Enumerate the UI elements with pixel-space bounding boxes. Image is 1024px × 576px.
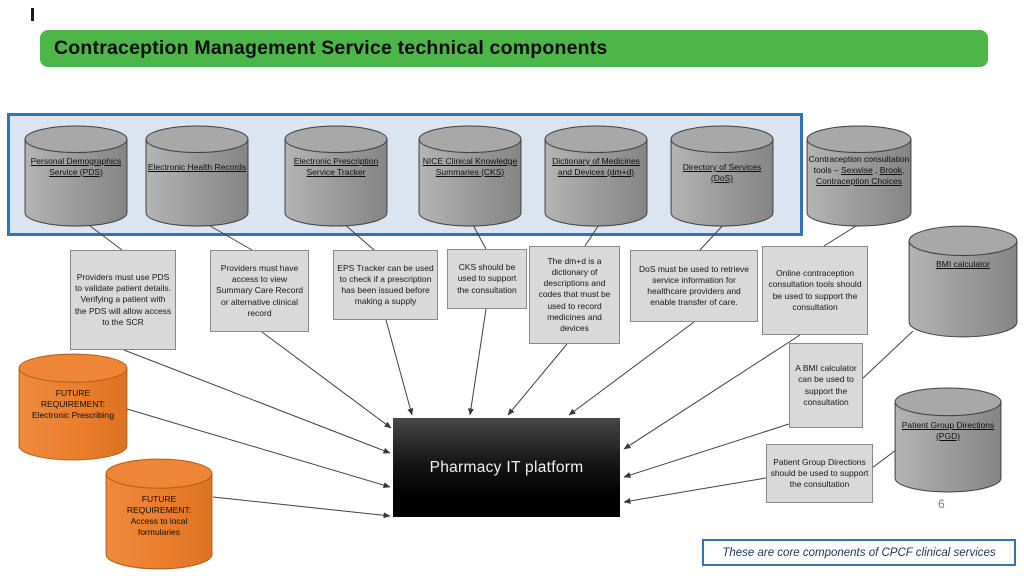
cylinder-label-dmd[interactable]: Dictionary of Medicines and Devices (dm+…	[552, 155, 640, 177]
cylinder-label-future-formularies: FUTURE REQUIREMENT: Access to local form…	[126, 493, 192, 537]
cylinder-consultation-tools: Contraception consultation tools – Sexwi…	[806, 125, 912, 227]
core-sources-container	[7, 113, 803, 236]
link-sexwise[interactable]: Sexwise	[841, 164, 873, 175]
note-text: CKS should be used to support the consul…	[457, 262, 517, 295]
cylinder-eps-tracker: Electronic Prescription Service Tracker	[284, 125, 388, 227]
cylinder-ehr: Electronic Health Records	[145, 125, 249, 227]
note-online-tools: Online contraception consultation tools …	[762, 246, 868, 335]
note-bmi: A BMI calculator can be used to support …	[789, 343, 863, 428]
note-dos: DoS must be used to retrieve service inf…	[630, 250, 758, 322]
cylinder-shape	[908, 225, 1018, 338]
note-text: Providers must use PDS to validate patie…	[74, 271, 172, 327]
cylinder-label-pgd[interactable]: Patient Group Directions (PGD)	[901, 419, 995, 441]
note-text: The dm+d is a dictionary of descriptions…	[538, 255, 611, 334]
cylinder-pgd: Patient Group Directions (PGD)	[894, 387, 1002, 493]
slide-corner-mark	[31, 8, 34, 21]
cylinder-future-formularies: FUTURE REQUIREMENT: Access to local form…	[105, 458, 213, 570]
cylinder-shape	[24, 125, 128, 227]
tools-separator: ,	[872, 164, 880, 175]
cylinder-label-consultation-tools: Contraception consultation tools – Sexwi…	[808, 154, 910, 187]
cylinder-shape	[670, 125, 774, 227]
cylinder-label-dos[interactable]: Directory of Services (DoS)	[682, 161, 762, 183]
page-title: Contraception Management Service technic…	[54, 37, 608, 59]
note-dmd: The dm+d is a dictionary of descriptions…	[529, 246, 620, 344]
note-text: Providers must have access to view Summa…	[216, 262, 303, 318]
cylinder-shape	[894, 387, 1002, 493]
note-eps-tracker: EPS Tracker can be used to check if a pr…	[333, 250, 438, 320]
page-number: 6	[938, 497, 945, 511]
note-pds: Providers must use PDS to validate patie…	[70, 250, 176, 350]
link-brook[interactable]: Brook	[879, 164, 902, 175]
cylinder-label-future-eprescribing: FUTURE REQUIREMENT: Electronic Prescribi…	[31, 387, 115, 420]
cylinder-shape	[284, 125, 388, 227]
cylinder-future-eprescribing: FUTURE REQUIREMENT: Electronic Prescribi…	[18, 353, 128, 461]
footer-text: These are core components of CPCF clinic…	[722, 546, 996, 559]
note-scr: Providers must have access to view Summa…	[210, 250, 309, 332]
cylinder-shape	[544, 125, 648, 227]
tools-separator: ,	[902, 164, 905, 175]
cylinder-bmi-calculator: BMI calculator	[908, 225, 1018, 338]
cylinder-label-nice-cks[interactable]: NICE Clinical Knowledge Summaries (CKS)	[422, 155, 518, 177]
note-text: EPS Tracker can be used to check if a pr…	[337, 262, 434, 307]
cylinder-label-pds[interactable]: Personal Demographics Service (PDS)	[30, 155, 122, 177]
pharmacy-it-platform: Pharmacy IT platform	[393, 418, 620, 517]
note-text: A BMI calculator can be used to support …	[795, 363, 857, 407]
tools-prefix: Contraception consultation tools –	[808, 153, 910, 175]
cylinder-label-ehr[interactable]: Electronic Health Records	[147, 161, 247, 172]
note-text: Online contraception consultation tools …	[768, 268, 862, 312]
cylinder-dos: Directory of Services (DoS)	[670, 125, 774, 227]
cylinder-pds: Personal Demographics Service (PDS)	[24, 125, 128, 227]
note-text: DoS must be used to retrieve service inf…	[638, 263, 750, 308]
note-cks: CKS should be used to support the consul…	[447, 249, 527, 309]
cylinder-label-bmi-calculator[interactable]: BMI calculator	[936, 258, 990, 269]
cylinder-shape	[145, 125, 249, 227]
platform-label: Pharmacy IT platform	[429, 458, 584, 476]
note-text: Patient Group Directions should be used …	[770, 456, 869, 490]
link-contraception-choices[interactable]: Contraception Choices	[816, 175, 902, 186]
cylinder-label-eps-tracker[interactable]: Electronic Prescription Service Tracker	[293, 155, 379, 177]
cylinder-nice-cks: NICE Clinical Knowledge Summaries (CKS)	[418, 125, 522, 227]
cylinder-shape	[18, 353, 128, 461]
cylinder-shape	[806, 125, 912, 227]
note-pgd: Patient Group Directions should be used …	[766, 444, 873, 503]
cylinder-dmd: Dictionary of Medicines and Devices (dm+…	[544, 125, 648, 227]
footer-callout: These are core components of CPCF clinic…	[702, 539, 1016, 566]
title-bar: Contraception Management Service technic…	[40, 30, 988, 67]
